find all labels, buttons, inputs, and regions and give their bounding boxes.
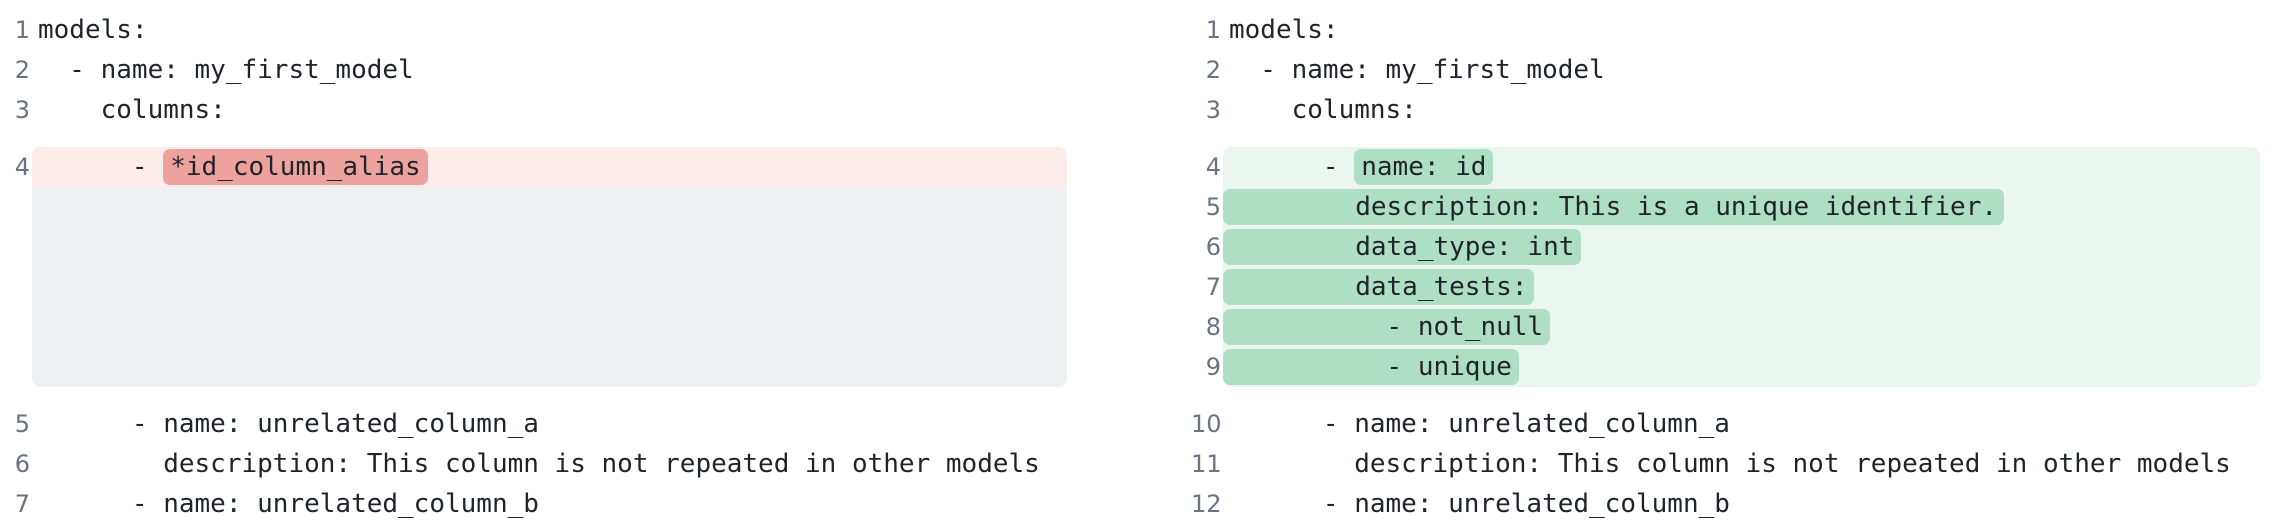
removed-change-block: 4 - *id_column_alias bbox=[0, 147, 1085, 387]
added-text-highlight: name: id bbox=[1354, 149, 1494, 185]
added-lines-background bbox=[1223, 147, 2260, 387]
line-number: 5 bbox=[14, 410, 30, 438]
line-number: 1 bbox=[1205, 16, 1221, 44]
removed-block-background bbox=[32, 147, 1067, 387]
code-text: description: This column is not repeated… bbox=[38, 449, 1040, 479]
code-text: description: This column is not repeated… bbox=[1229, 449, 2231, 479]
line-number: 6 bbox=[1205, 233, 1221, 261]
added-line: 8 - not_null bbox=[1191, 307, 2278, 347]
added-line: 9 - unique bbox=[1191, 347, 2278, 387]
collapsed-region-background bbox=[32, 187, 1067, 387]
line-number: 2 bbox=[14, 56, 30, 84]
line-number: 1 bbox=[14, 16, 30, 44]
code-line: 2 - name: my_first_model bbox=[0, 50, 1085, 90]
line-number: 5 bbox=[1205, 193, 1221, 221]
code-text: - name: id bbox=[1229, 147, 1494, 187]
line-number: 7 bbox=[14, 490, 30, 518]
code-text: data_tests: bbox=[1223, 267, 1535, 307]
line-number: 6 bbox=[14, 450, 30, 478]
code-line: 3 columns: bbox=[1191, 90, 2278, 130]
line-number: 8 bbox=[1205, 313, 1221, 341]
code-line: 11 description: This column is not repea… bbox=[1191, 444, 2278, 484]
added-line: 7 data_tests: bbox=[1191, 267, 2278, 307]
removed-line: 4 - *id_column_alias bbox=[0, 147, 1085, 187]
removed-text-highlight: *id_column_alias bbox=[163, 149, 428, 185]
code-text: - name: unrelated_column_b bbox=[1229, 489, 1730, 519]
code-line: 1 models: bbox=[0, 10, 1085, 50]
code-line: 10 - name: unrelated_column_a bbox=[1191, 404, 2278, 444]
line-number: 7 bbox=[1205, 273, 1221, 301]
code-line: 3 columns: bbox=[0, 90, 1085, 130]
code-line: 12 - name: unrelated_column_b bbox=[1191, 484, 2278, 524]
code-text: models: bbox=[1229, 15, 1339, 45]
line-number: 3 bbox=[1205, 96, 1221, 124]
line-number: 9 bbox=[1205, 353, 1221, 381]
collapsed-lines-region bbox=[0, 187, 1085, 387]
code-text: - *id_column_alias bbox=[38, 147, 428, 187]
code-text: - name: unrelated_column_a bbox=[38, 409, 539, 439]
added-text-highlight: description: This is a unique identifier… bbox=[1223, 189, 2005, 225]
code-line: 2 - name: my_first_model bbox=[1191, 50, 2278, 90]
code-text: - name: unrelated_column_b bbox=[38, 489, 539, 519]
line-number: 4 bbox=[1205, 153, 1221, 181]
added-line: 4 - name: id bbox=[1191, 147, 2278, 187]
added-text-highlight: data_type: int bbox=[1223, 229, 1582, 265]
code-text: models: bbox=[38, 15, 148, 45]
code-text: - unique bbox=[1223, 347, 1519, 387]
code-text: - name: my_first_model bbox=[38, 55, 414, 85]
code-text: - name: my_first_model bbox=[1229, 55, 1605, 85]
added-line: 6 data_type: int bbox=[1191, 227, 2278, 267]
line-number: 2 bbox=[1205, 56, 1221, 84]
code-text: columns: bbox=[1229, 95, 1417, 125]
code-text: data_type: int bbox=[1223, 227, 1582, 267]
code-text: - not_null bbox=[1223, 307, 1551, 347]
line-number: 4 bbox=[14, 153, 30, 181]
code-line: 5 - name: unrelated_column_a bbox=[0, 404, 1085, 444]
code-text: columns: bbox=[38, 95, 226, 125]
code-line: 7 - name: unrelated_column_b bbox=[0, 484, 1085, 524]
added-text-highlight: - not_null bbox=[1223, 309, 1551, 345]
added-text-highlight: - unique bbox=[1223, 349, 1519, 385]
line-number: 10 bbox=[1191, 410, 1222, 438]
code-line: 6 description: This column is not repeat… bbox=[0, 444, 1085, 484]
code-text: description: This is a unique identifier… bbox=[1223, 187, 2005, 227]
added-line: 5 description: This is a unique identifi… bbox=[1191, 187, 2278, 227]
added-text-highlight: data_tests: bbox=[1223, 269, 1535, 305]
line-number: 11 bbox=[1191, 450, 1222, 478]
line-number: 3 bbox=[14, 96, 30, 124]
code-line: 1 models: bbox=[1191, 10, 2278, 50]
code-text: - name: unrelated_column_a bbox=[1229, 409, 1730, 439]
added-block-background bbox=[1223, 147, 2260, 387]
line-number: 12 bbox=[1191, 490, 1222, 518]
